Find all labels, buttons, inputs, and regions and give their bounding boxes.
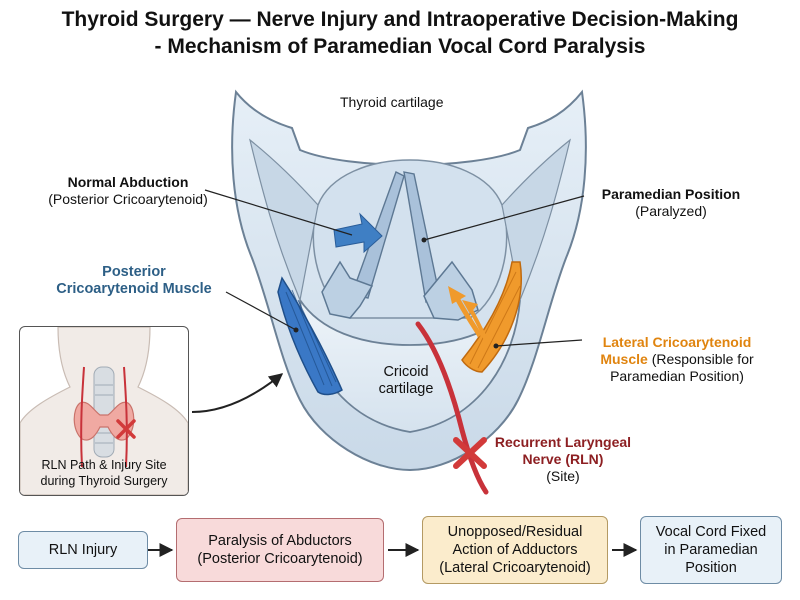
inset-injury-x-icon [116, 419, 136, 439]
flow-box-3-line2: Action of Adductors [452, 542, 578, 558]
right-thyroid-lamina [501, 138, 571, 303]
leader-normal-abduction [204, 189, 353, 236]
cricoid-line1: Cricoid [383, 364, 429, 380]
title-line-1: Thyroid Surgery — Nerve Injury and Intra… [61, 8, 739, 31]
flow-box-2-line2: (Posterior Cricoarytenoid) [197, 551, 363, 567]
inset-caption-line2: during Thyroid Surgery [40, 474, 168, 488]
thyroid-cartilage-label: Thyroid cartilage [340, 94, 444, 110]
flow-box-1-line1: RLN Injury [48, 542, 118, 558]
rln-inset-panel: RLN Path & Injury Site during Thyroid Su… [19, 326, 189, 496]
lca-muscle-line1: Lateral Cricoarytenoid [602, 334, 752, 350]
lca-muscle-line2: Muscle (Responsible for [578, 351, 776, 368]
leader-lca-dot [493, 343, 499, 349]
rln-line1: Recurrent Laryngeal [494, 434, 632, 450]
normal-abduction-title: Normal Abduction [67, 174, 189, 190]
lca-muscle-line2-bold: Muscle [600, 351, 648, 367]
nerve-injury-x-icon [453, 437, 487, 469]
neck-thyroid-illustration [20, 327, 188, 495]
flow-box-2-line1: Paralysis of Abductors [208, 533, 352, 549]
leader-pca-dot [293, 327, 299, 333]
lca-muscle-line2-rest: (Responsible for [647, 351, 754, 367]
rln-site: (Site) [546, 468, 580, 484]
left-rln-path [80, 366, 85, 468]
flow-box-paralysis-abductors: Paralysis of Abductors (Posterior Cricoa… [176, 518, 384, 582]
left-arytenoid-cartilage [321, 260, 374, 319]
flow-box-3-line1: Unopposed/Residual [447, 524, 583, 540]
flow-box-3-line3: (Lateral Cricoarytenoid) [439, 560, 591, 576]
cricoid-line2: cartilage [378, 381, 434, 397]
leader-pca-muscle [225, 291, 297, 331]
flow-box-4-line2: in Paramedian [664, 542, 758, 558]
normal-abduction-sub: (Posterior Cricoarytenoid) [48, 191, 208, 207]
recurrent-laryngeal-nerve [415, 321, 489, 495]
inset-caption: RLN Path & Injury Site during Thyroid Su… [20, 457, 188, 489]
paramedian-position-label: Paramedian Position (Paralyzed) [580, 186, 762, 220]
lca-action-arrowhead-1 [448, 286, 466, 304]
normal-abduction-label: Normal Abduction (Posterior Cricoaryteno… [28, 174, 228, 208]
flow-box-unopposed-adductors: Unopposed/Residual Action of Adductors (… [422, 516, 608, 584]
lateral-cricoarytenoid-muscle [461, 261, 522, 373]
diagram-title: Thyroid Surgery — Nerve Injury and Intra… [0, 6, 800, 60]
cricoid-cartilage-shape [299, 299, 521, 433]
rln-line2: Nerve (RLN) [522, 451, 604, 467]
flow-box-4-line1: Vocal Cord Fixed [655, 524, 767, 540]
flow-box-rln-injury: RLN Injury [18, 531, 148, 569]
paramedian-position-title: Paramedian Position [601, 186, 741, 202]
leader-paramedian-dot [421, 237, 427, 243]
pca-muscle-fibers [285, 289, 337, 387]
left-thyroid-lamina [249, 138, 319, 303]
inset-to-larynx-arrow [191, 373, 284, 413]
leader-paramedian [423, 195, 585, 241]
cricoid-cartilage-label: Cricoid cartilage [366, 364, 446, 398]
rln-label: Recurrent Laryngeal Nerve (RLN) (Site) [488, 434, 638, 485]
lca-muscle-fibers [469, 271, 521, 369]
abduction-arrow [333, 212, 383, 254]
lca-muscle-line3: Paramedian Position) [610, 368, 744, 384]
lca-muscle-label: Lateral Cricoarytenoid Muscle (Responsib… [578, 334, 776, 385]
pca-muscle-line2: Cricoarytenoid Muscle [56, 281, 212, 297]
flow-box-vocal-cord-fixed: Vocal Cord Fixed in Paramedian Position [640, 516, 782, 584]
right-rln-path [123, 366, 128, 468]
inset-caption-line1: RLN Path & Injury Site [41, 458, 167, 472]
pca-muscle-label: Posterior Cricoarytenoid Muscle [40, 264, 228, 298]
flow-box-4-line3: Position [685, 560, 737, 576]
lca-action-arrowhead-2 [462, 300, 478, 314]
pca-muscle-line1: Posterior [102, 264, 166, 280]
leader-lca-muscle [495, 339, 583, 347]
paramedian-position-sub: (Paralyzed) [635, 203, 707, 219]
title-line-2: - Mechanism of Paramedian Vocal Cord Par… [154, 35, 646, 58]
